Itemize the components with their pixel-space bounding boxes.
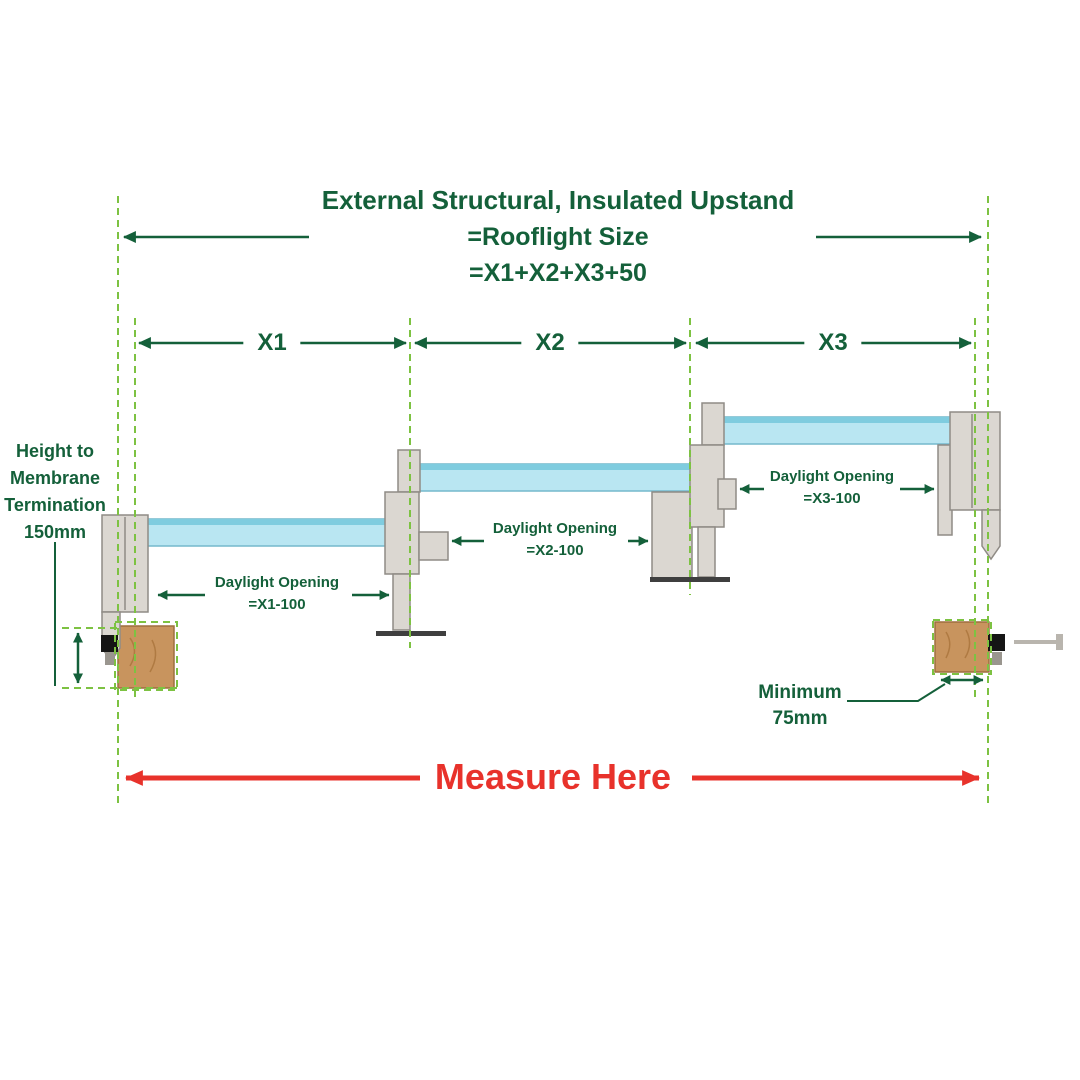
- junction1-step: [418, 531, 449, 561]
- left-fixing: [101, 635, 118, 652]
- junction2-leg: [697, 526, 716, 578]
- glass-top-edge-1: [140, 519, 402, 525]
- daylight-opening-label-2: Daylight Opening =X2-100: [493, 518, 617, 562]
- daylight-opening-3-line1: Daylight Opening: [769, 468, 895, 485]
- dimension-label-x1: X1: [243, 329, 301, 357]
- daylight-opening-label-3: Daylight Opening =X3-100: [770, 466, 894, 510]
- screw-fastener-head: [1056, 634, 1063, 650]
- right-fixing: [988, 634, 1005, 651]
- junction2-sill: [650, 577, 730, 582]
- glass-top-edge-3: [704, 417, 968, 423]
- title-line-3: =X1+X2+X3+50: [469, 259, 647, 287]
- title-line-2: =Rooflight Size: [457, 223, 659, 252]
- junction1-leg: [392, 573, 411, 631]
- daylight-opening-1-line1: Daylight Opening: [214, 574, 340, 591]
- junction2-glass-cap: [701, 402, 725, 446]
- minimum-leader-line: [847, 683, 946, 702]
- junction2-lower-piece: [651, 491, 693, 579]
- minimum-label-line2: 75mm: [772, 708, 828, 729]
- right-fixing-bolt: [992, 652, 1002, 665]
- dashed-outline-timber-right: [932, 619, 992, 675]
- timber-grain-left: [129, 637, 157, 673]
- daylight-opening-2-line1: Daylight Opening: [492, 520, 618, 537]
- measure-here-label: Measure Here: [422, 756, 684, 798]
- dimension-label-x3: X3: [804, 329, 862, 357]
- height-label-line1: Height to: [15, 441, 94, 461]
- junction1-body: [384, 491, 420, 575]
- right-frame-drip: [981, 509, 1001, 561]
- height-label-line3: Termination: [4, 495, 106, 515]
- glass-top-edge-2: [400, 464, 700, 470]
- dashed-outline-timber-left: [114, 621, 178, 691]
- minimum-label-line1: Minimum: [758, 682, 842, 703]
- height-label-line2: Membrane: [9, 468, 101, 488]
- junction2-step: [717, 478, 737, 510]
- dimension-label-x2: X2: [521, 329, 579, 357]
- height-to-membrane-label: Height to Membrane Termination 150mm: [4, 438, 106, 546]
- timber-grain-right: [945, 629, 971, 659]
- daylight-opening-3-line2: =X3-100: [803, 490, 861, 507]
- cross-section: [101, 402, 1063, 689]
- membrane-dashed-lines: [62, 196, 992, 806]
- height-label-line4: 150mm: [23, 522, 87, 542]
- left-fixing-bolt: [105, 652, 115, 665]
- daylight-opening-1-line2: =X1-100: [248, 596, 306, 613]
- daylight-opening-label-1: Daylight Opening =X1-100: [215, 572, 339, 616]
- minimum-75mm-label: Minimum 75mm: [758, 680, 841, 732]
- timber-upstand-right: [934, 621, 990, 673]
- title-line-1: External Structural, Insulated Upstand: [321, 185, 795, 215]
- daylight-opening-2-line2: =X2-100: [526, 542, 584, 559]
- timber-upstand-left: [117, 625, 175, 689]
